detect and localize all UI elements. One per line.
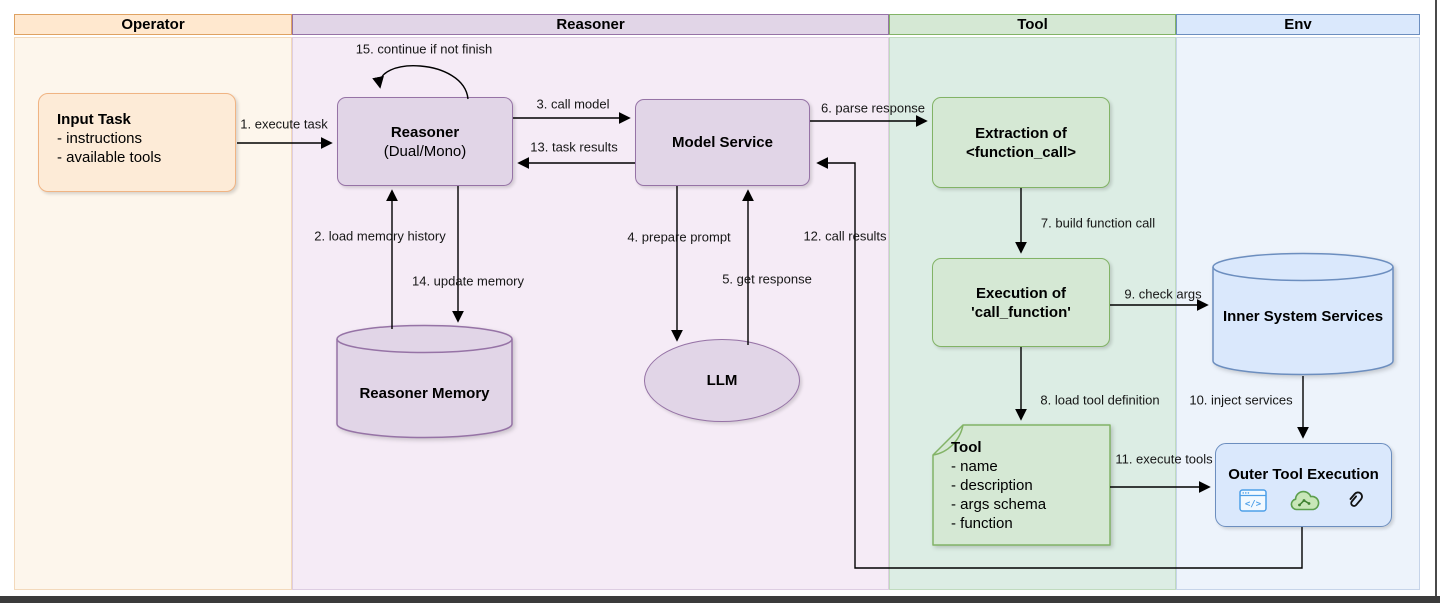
node-title: Execution of <box>975 284 1066 302</box>
node-subtitle: 'call_function' <box>971 303 1071 321</box>
window-bottom-edge <box>0 596 1440 603</box>
outer-tool-icons: </> <box>1239 487 1368 518</box>
edge-label-execute-task: 1. execute task <box>240 116 328 132</box>
edge-label-parse-response: 6. parse response <box>820 100 926 116</box>
node-item: - description <box>951 477 1033 494</box>
window-right-edge <box>1435 0 1437 596</box>
node-title: Extraction of <box>975 124 1067 142</box>
node-execution-of-call-function: Execution of 'call_function' <box>932 258 1110 347</box>
edge-label-build-function-call: 7. build function call <box>1040 215 1156 231</box>
edge-label-load-tool-definition: 8. load tool definition <box>1040 392 1160 408</box>
node-title: LLM <box>706 372 738 389</box>
node-title: Input Task <box>57 111 131 128</box>
node-subtitle: (Dual/Mono) <box>383 142 467 160</box>
code-window-icon: </> <box>1239 488 1267 517</box>
svg-text:</>: </> <box>1245 499 1262 509</box>
lane-header-operator: Operator <box>14 14 292 35</box>
lane-title: Reasoner <box>556 16 625 33</box>
node-input-task: Input Task - instructions - available to… <box>38 93 236 192</box>
lane-header-tool: Tool <box>889 14 1176 35</box>
node-item: - args schema <box>951 496 1047 513</box>
lane-title: Env <box>1284 16 1312 33</box>
edge-label-call-model: 3. call model <box>536 96 610 112</box>
node-outer-tool-execution: Outer Tool Execution </> <box>1215 443 1392 527</box>
node-llm: LLM <box>644 339 800 422</box>
edge-label-update-memory: 14. update memory <box>411 273 525 289</box>
node-model-service: Model Service <box>635 99 810 186</box>
node-title: Reasoner <box>390 123 460 141</box>
paperclip-icon <box>1342 487 1368 518</box>
node-title: Model Service <box>672 134 773 151</box>
cloud-graph-icon <box>1287 487 1322 518</box>
node-extraction-of-function-call: Extraction of <function_call> <box>932 97 1110 188</box>
edge-label-get-response: 5. get response <box>722 271 812 287</box>
node-reasoner: Reasoner (Dual/Mono) <box>337 97 513 186</box>
node-title: Tool <box>951 439 982 456</box>
node-item: - function <box>951 515 1013 532</box>
edge-label-prepare-prompt: 4. prepare prompt <box>627 229 731 245</box>
node-inner-system-services: Inner System Services <box>1222 308 1384 325</box>
edge-label-check-args: 9. check args <box>1124 286 1202 302</box>
edge-label-execute-tools: 11. execute tools <box>1115 451 1213 467</box>
lane-header-env: Env <box>1176 14 1420 35</box>
node-title: Outer Tool Execution <box>1228 466 1379 483</box>
edge-label-call-results: 12. call results <box>803 228 887 244</box>
node-subtitle: <function_call> <box>965 143 1077 161</box>
node-item: - instructions <box>57 130 143 147</box>
lane-title: Operator <box>121 16 185 33</box>
lane-title: Tool <box>1017 16 1048 33</box>
lane-header-reasoner: Reasoner <box>292 14 889 35</box>
edge-label-inject-services: 10. inject services <box>1189 392 1293 408</box>
node-item: - available tools <box>57 149 162 166</box>
node-item: - name <box>951 458 998 475</box>
node-tool-note: Tool - name - description - args schema … <box>951 438 1103 533</box>
edge-label-load-memory-history: 2. load memory history <box>314 228 446 244</box>
edge-label-task-results: 13. task results <box>530 139 618 155</box>
edge-label-continue-if-not-finish: 15. continue if not finish <box>355 41 493 57</box>
node-reasoner-memory: Reasoner Memory <box>359 385 490 402</box>
